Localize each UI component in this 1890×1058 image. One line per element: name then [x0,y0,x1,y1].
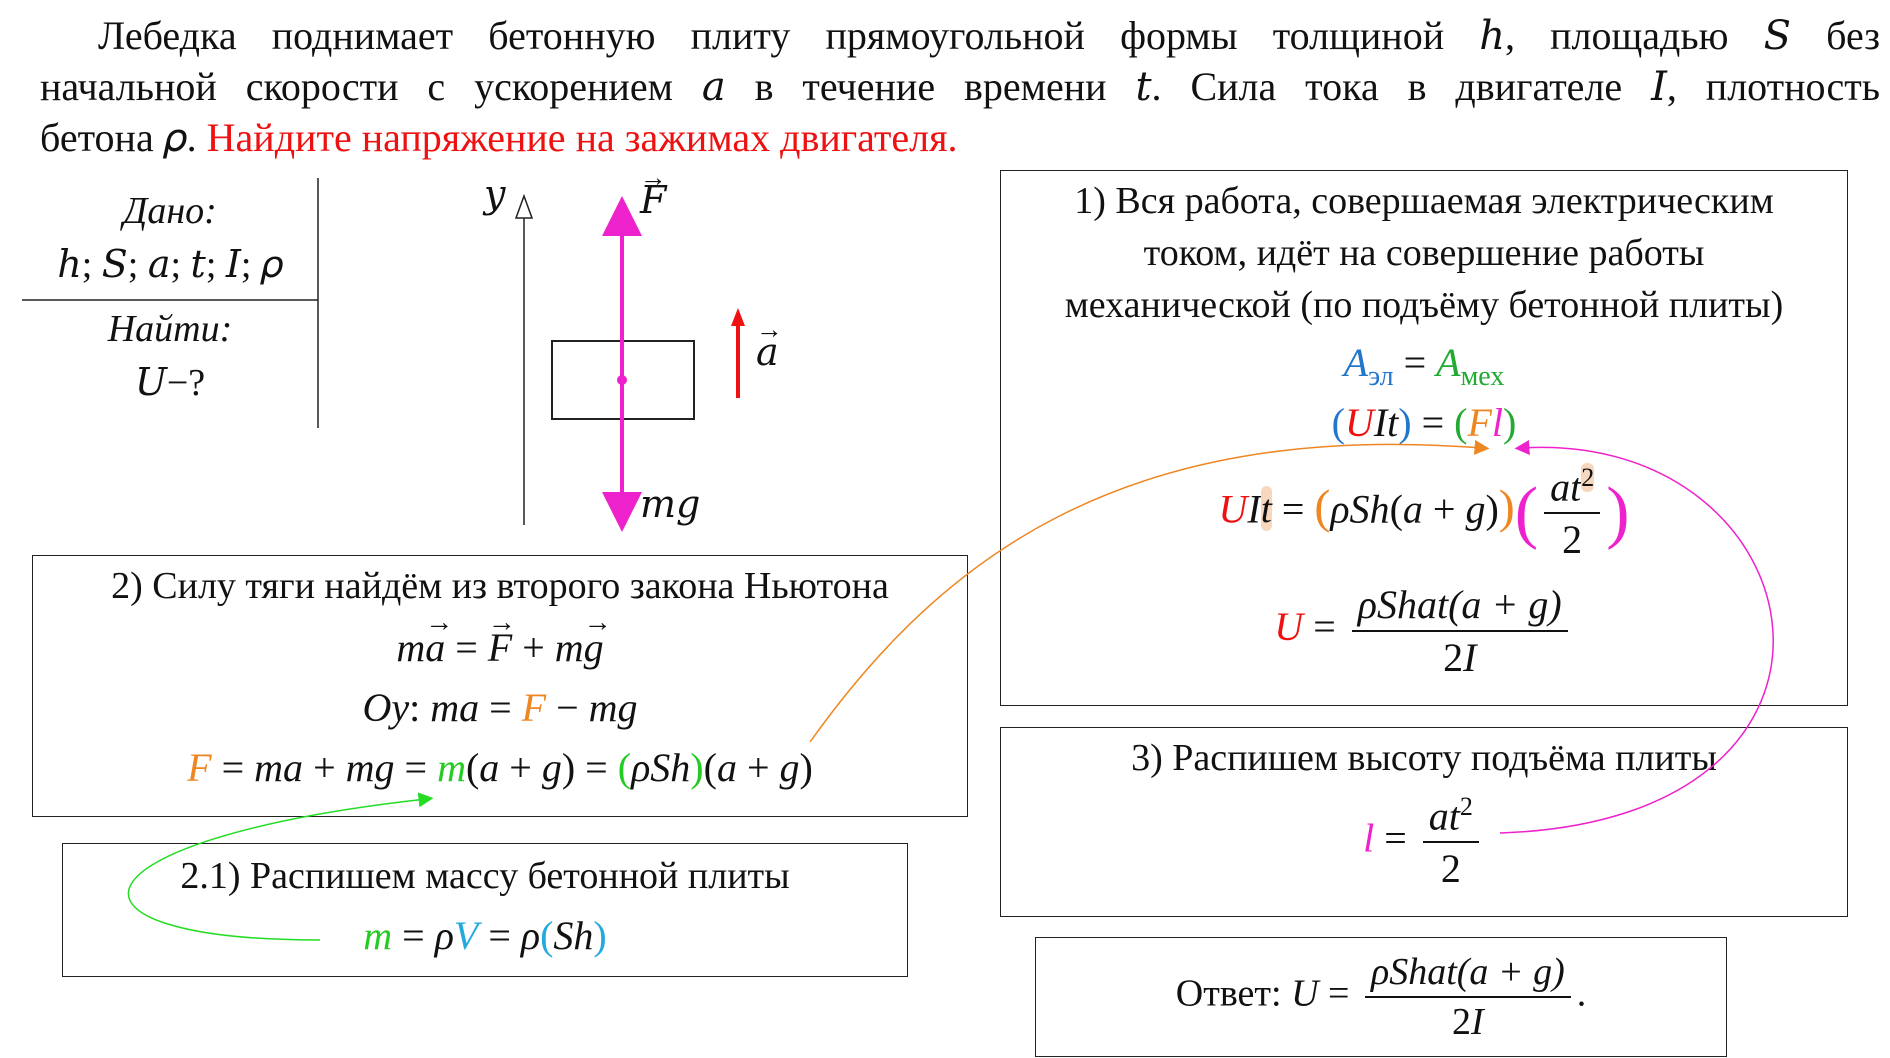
problem-line-3-text: бетона 𝜌. [40,115,197,160]
step-3-title: 3) Распишем высоту подъёма плиты [1131,737,1717,779]
work-equality: Aэл = Aмех [1343,340,1505,392]
step-1-text-1: 1) Вся работа, совершаемая электрическим [1074,180,1774,222]
force-label: 𝐹 [640,162,667,223]
connector-height [1499,440,1774,834]
given-values: ℎ; 𝑆; 𝑎; 𝑡; 𝐼; 𝜌 [57,244,283,286]
answer-formula: Ответ: U = ρShat(a + g)2I. [1175,951,1587,1043]
find-label: Найти: [107,308,233,350]
center-of-mass [617,375,627,385]
problem-statement: Лебедка поднимает бетонную плиту прямоуг… [40,10,1880,163]
gravity-label: 𝑚𝑔 [640,484,701,526]
answer-label: Ответ: [1175,972,1282,1015]
mass-formula: m = ρV = ρ(Sh) [363,913,607,958]
connector-mass [127,792,434,941]
answer-box: Ответ: U = ρShat(a + g)2I. [1035,937,1727,1057]
step-1-box: 1) Вся работа, совершаемая электрическим… [1000,170,1848,706]
y-axis-label: 𝑦 [484,174,506,216]
problem-question: Найдите напряжение на зажимах двигателя. [206,115,958,160]
given-block: Дано: ℎ; 𝑆; 𝑎; 𝑡; 𝐼; 𝜌 Найти: 𝑈−? [20,185,320,411]
find-unknown: 𝑈−? [134,362,206,404]
problem-line-3: бетона 𝜌. Найдите напряжение на зажимах … [40,112,1880,163]
step-1-text-3: механической (по подъёму бетонной плиты) [1064,284,1784,326]
voltage-formula: U = ρShat(a + g)2I [1001,581,1847,681]
connector-force [809,439,1490,743]
acceleration-arrow-head-icon [731,308,745,326]
given-label: Дано: [123,190,217,232]
force-formula: F = ma + mg = m(a + g) = (ρSh)(a + g) [187,745,813,790]
step-2-title: 2) Силу тяги найдём из второго закона Нь… [111,565,889,607]
step-2-box: 2) Силу тяги найдём из второго закона Нь… [32,555,968,817]
step-3-box: 3) Распишем высоту подъёма плиты l = at2… [1000,727,1848,917]
work-expanded: (UIt) = (Fl) [1331,400,1517,445]
step-1-text-2: током, идёт на совершение работы [1143,232,1705,274]
newton-projection: Oy: ma = F − mg [362,685,638,730]
acceleration-label: 𝑎 [756,314,779,375]
step-2-1-title: 2.1) Распишем массу бетонной плиты [180,855,790,897]
newton-vector: ma = F + mg [33,607,967,671]
problem-line-2: начальной скорости с ускорением 𝑎 в тече… [40,64,1880,109]
problem-line-1: Лебедка поднимает бетонную плиту прямоуг… [98,13,1880,58]
y-axis-arrow-icon [514,193,534,219]
step-2-1-box: 2.1) Распишем массу бетонной плиты m = ρ… [62,843,908,977]
